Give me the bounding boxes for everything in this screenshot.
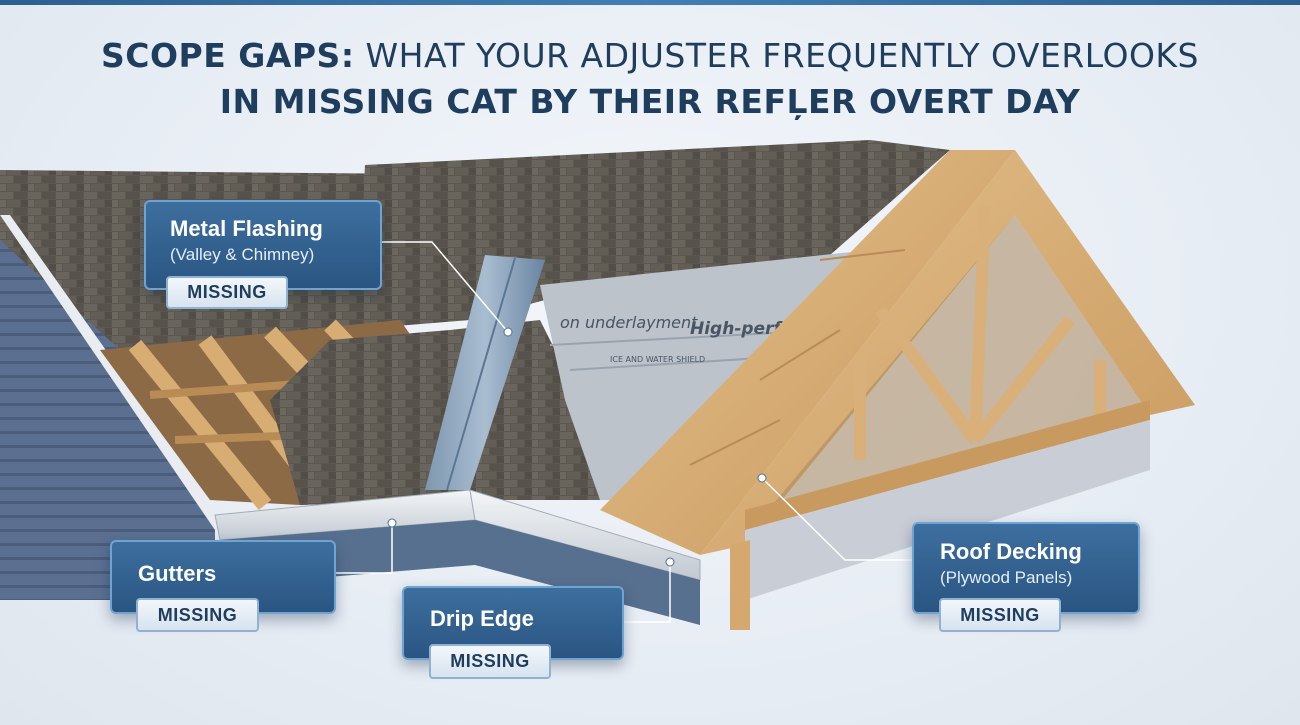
callout-title: Metal Flashing [170, 216, 323, 241]
callout-title: Gutters [138, 561, 217, 586]
leader-flashing [382, 241, 509, 333]
plywood-decking [600, 150, 1015, 555]
truss-webs [854, 204, 1106, 460]
callout-title: Drip Edge [430, 606, 534, 631]
left-wall-siding [0, 240, 215, 600]
title-line-2: IN MISSING CAT BY THEIR REFĻER OVERT DA… [219, 82, 1081, 121]
corner-post [730, 540, 750, 630]
status-badge-roof-decking: MISSING [939, 598, 1061, 632]
status-badge-gutters: MISSING [136, 598, 259, 632]
callout-subtitle: (Plywood Panels) [940, 568, 1073, 587]
left-wall-trim [0, 215, 230, 530]
callout-metal-flashing: Metal Flashing (Valley & Chimney) [144, 200, 382, 290]
lower-fascia [220, 520, 700, 625]
title-line-1: SCOPE GAPS: WHAT YOUR ADJUSTER FREQUENTL… [0, 36, 1300, 75]
anchor-decking [757, 473, 767, 483]
leader-gutters [336, 523, 393, 574]
callout-title: Roof Decking [940, 539, 1082, 564]
anchor-gutters [387, 518, 397, 528]
top-accent-bar [0, 0, 1300, 5]
anchor-drip-edge [665, 557, 675, 567]
gable-truss-outline [700, 150, 1195, 555]
status-badge-drip-edge: MISSING [429, 644, 551, 679]
title-highlight: SCOPE GAPS: [100, 36, 355, 75]
anchor-flashing [503, 327, 513, 337]
leader-decking [761, 477, 912, 561]
underlayment-layer [540, 150, 980, 500]
callout-roof-decking: Roof Decking (Plywood Panels) [912, 522, 1140, 614]
title-rest: WHAT YOUR ADJUSTER FREQUENTLY OVERLOOKS [354, 36, 1199, 75]
stepped-shingles [270, 320, 600, 505]
status-badge-metal-flashing: MISSING [166, 276, 288, 309]
truss-bottom-chord [745, 400, 1150, 530]
right-wall [745, 420, 1150, 600]
callout-subtitle: (Valley & Chimney) [170, 245, 315, 264]
leader-drip-edge [624, 562, 671, 623]
valley-flashing [425, 255, 545, 490]
underlayment-label-a: on underlayment [560, 313, 698, 332]
underlayment-label-c: ICE AND WATER SHIELD [610, 355, 705, 364]
